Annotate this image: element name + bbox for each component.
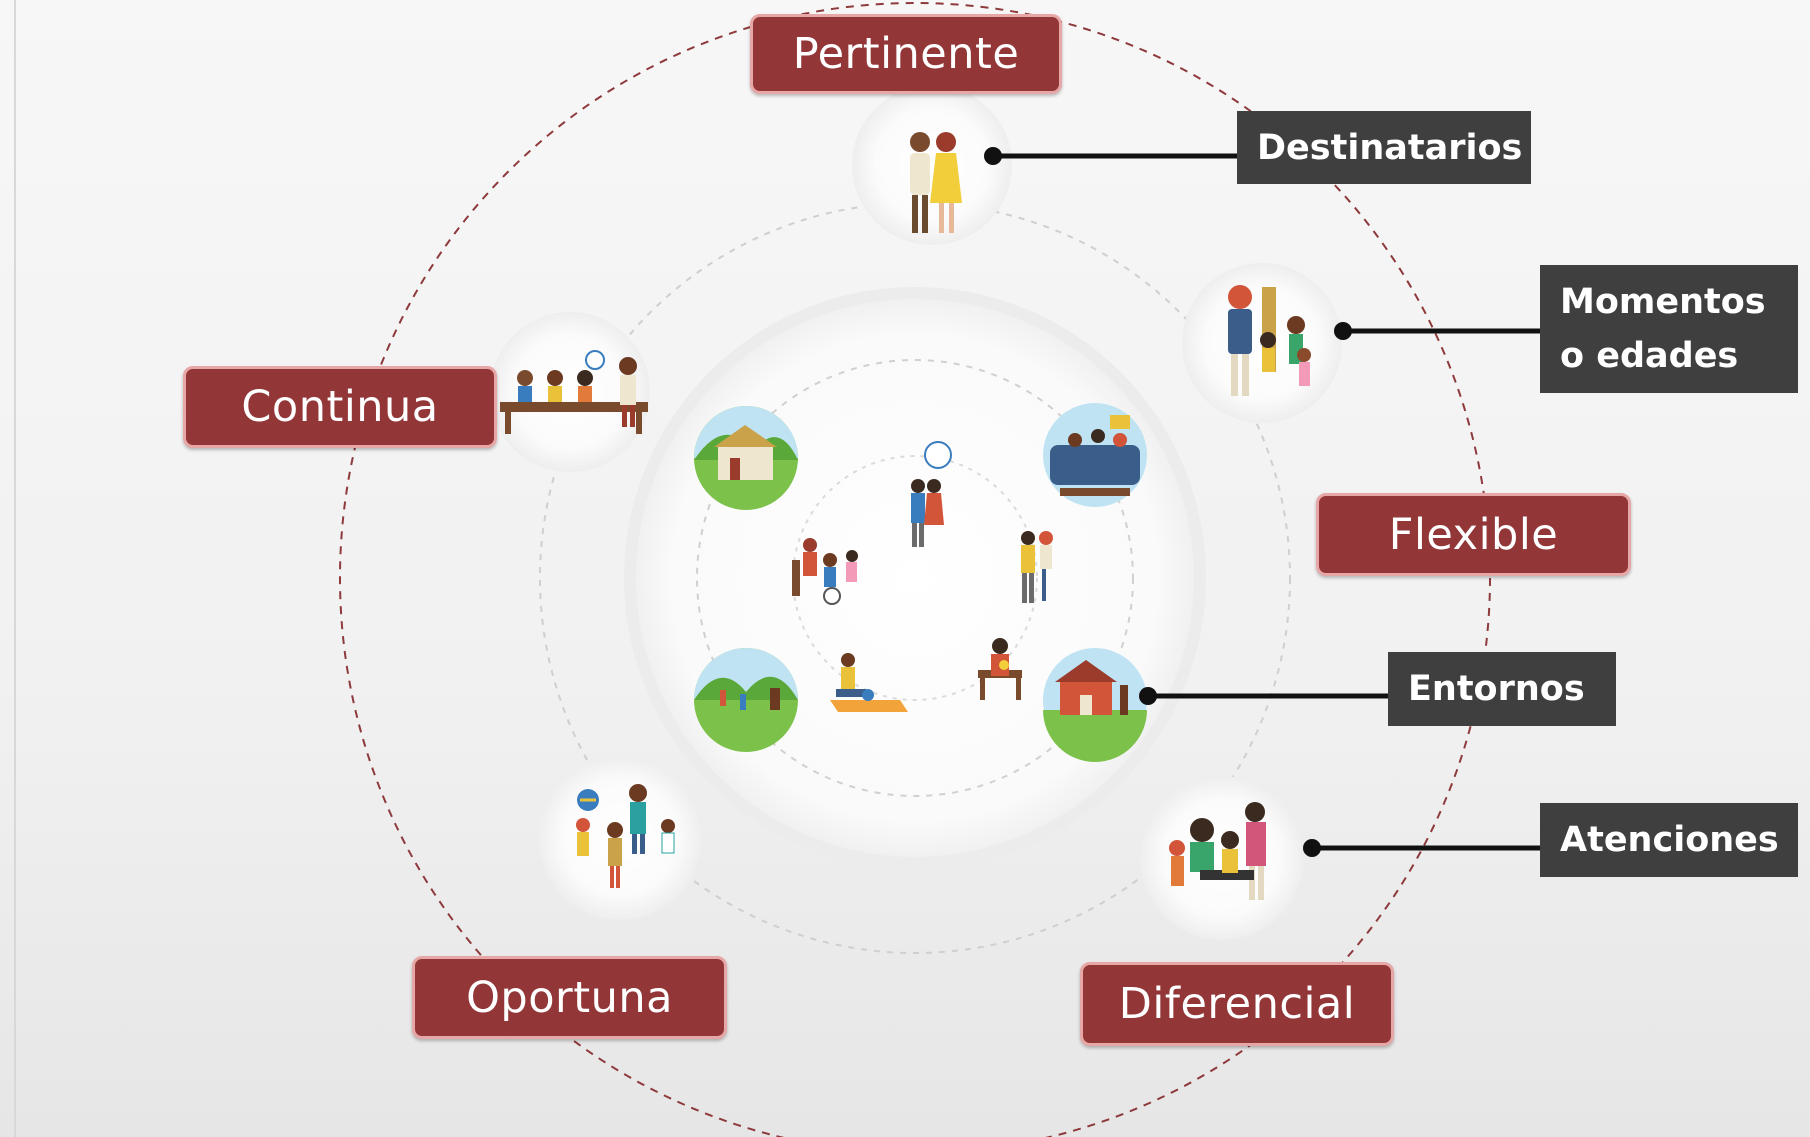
destinatarios-connector xyxy=(984,147,1238,165)
aspect-atenciones-label: Atenciones xyxy=(1540,803,1798,877)
momentos-connector xyxy=(1334,322,1540,340)
inner-dashed-ring xyxy=(696,359,1134,797)
core-parents-icon xyxy=(911,441,952,547)
core-grandparents-icon xyxy=(792,538,858,605)
atenciones-connector xyxy=(1303,839,1540,857)
central-hub-disc xyxy=(624,287,1206,869)
inner-living-room-icon xyxy=(1043,403,1147,507)
aspect-entornos-label: Entornos xyxy=(1388,652,1616,726)
quality-oportuna-label: Oportuna xyxy=(412,956,727,1039)
core-play-mat-icon xyxy=(830,653,908,712)
oportuna-children-icon xyxy=(538,756,702,920)
flexible-family-icon xyxy=(1182,263,1342,423)
inner-park-icon xyxy=(694,648,798,752)
core-father-child-icon xyxy=(1021,531,1053,603)
outer-dashed-ring xyxy=(339,2,1491,1137)
diferencial-music-icon xyxy=(1140,776,1304,940)
entornos-connector xyxy=(1139,687,1388,705)
continua-classroom-icon xyxy=(490,312,650,472)
aspect-momentos-line1: Momentos xyxy=(1560,282,1766,322)
core-mother-baby-icon xyxy=(978,638,1022,700)
quality-pertinente-label: Pertinente xyxy=(750,14,1062,94)
aspect-momentos-label: Momentos o edades xyxy=(1540,265,1798,393)
pertinente-couple-icon xyxy=(852,85,1012,245)
inner-house-scene-icon xyxy=(694,406,798,510)
slide-edge xyxy=(14,0,16,1137)
inner-school-icon xyxy=(1043,648,1147,762)
quality-continua-label: Continua xyxy=(183,366,497,448)
aspect-momentos-line2: o edades xyxy=(1560,336,1739,376)
aspect-destinatarios-label: Destinatarios xyxy=(1237,111,1531,184)
quality-flexible-label: Flexible xyxy=(1316,493,1631,576)
quality-diferencial-label: Diferencial xyxy=(1080,962,1394,1046)
middle-dashed-ring xyxy=(539,202,1291,954)
